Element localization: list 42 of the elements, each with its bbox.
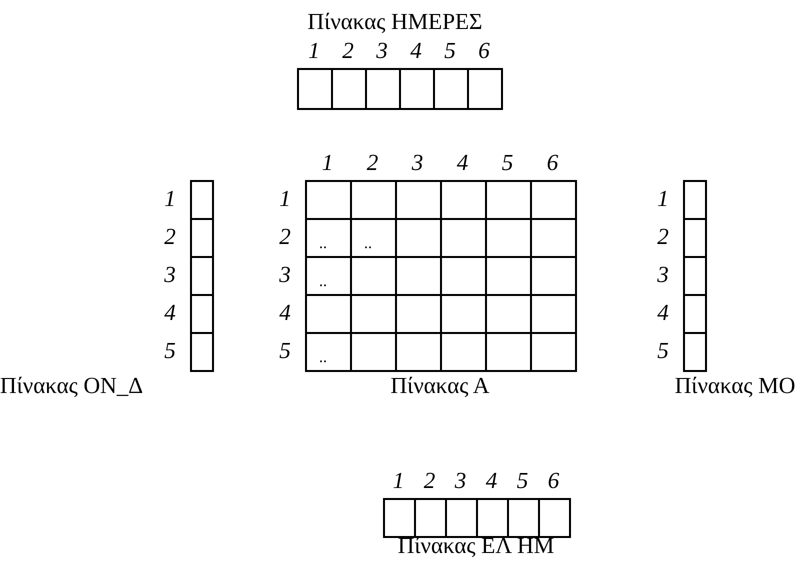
index-number: 2 xyxy=(366,151,380,175)
index-number: 1 xyxy=(163,187,177,211)
array-title: Πίνακας ΕΛ ΗΜ xyxy=(398,534,554,558)
index-number: 5 xyxy=(656,339,670,363)
index-number: 2 xyxy=(163,225,177,249)
index-number: 5 xyxy=(443,39,457,63)
index-number: 5 xyxy=(500,151,514,175)
index-number: 5 xyxy=(278,339,292,363)
index-number: 1 xyxy=(392,469,406,493)
cell-text: .. xyxy=(364,236,372,252)
index-number: 3 xyxy=(163,263,177,287)
index-number: 3 xyxy=(375,39,389,63)
index-number: 6 xyxy=(546,469,560,493)
cell-text: .. xyxy=(319,274,327,290)
index-number: 5 xyxy=(163,339,177,363)
index-number: 4 xyxy=(456,151,470,175)
index-number: 2 xyxy=(422,469,436,493)
index-number: 4 xyxy=(409,39,423,63)
index-number: 2 xyxy=(656,225,670,249)
index-number: 6 xyxy=(477,39,491,63)
index-number: 5 xyxy=(516,469,530,493)
array-title: Πίνακας ΜΟ xyxy=(674,374,796,398)
index-number: 1 xyxy=(320,151,334,175)
index-number: 4 xyxy=(656,301,670,325)
index-number: 1 xyxy=(656,187,670,211)
index-number: 3 xyxy=(454,469,468,493)
index-number: 1 xyxy=(307,39,321,63)
cell-text: .. xyxy=(319,350,327,366)
array-title: Πίνακας ΟΝ_Δ xyxy=(0,374,144,398)
index-number: 4 xyxy=(278,301,292,325)
index-number: 6 xyxy=(546,151,560,175)
index-number: 3 xyxy=(278,263,292,287)
index-number: 2 xyxy=(341,39,355,63)
index-number: 3 xyxy=(410,151,424,175)
cell-text: .. xyxy=(319,236,327,252)
index-number: 3 xyxy=(656,263,670,287)
index-number: 4 xyxy=(484,469,498,493)
array-title: Πίνακας Α xyxy=(390,374,490,398)
index-number: 2 xyxy=(278,225,292,249)
index-number: 4 xyxy=(163,301,177,325)
array-title: Πίνακας ΗΜΕΡΕΣ xyxy=(308,10,482,34)
index-number: 1 xyxy=(278,187,292,211)
